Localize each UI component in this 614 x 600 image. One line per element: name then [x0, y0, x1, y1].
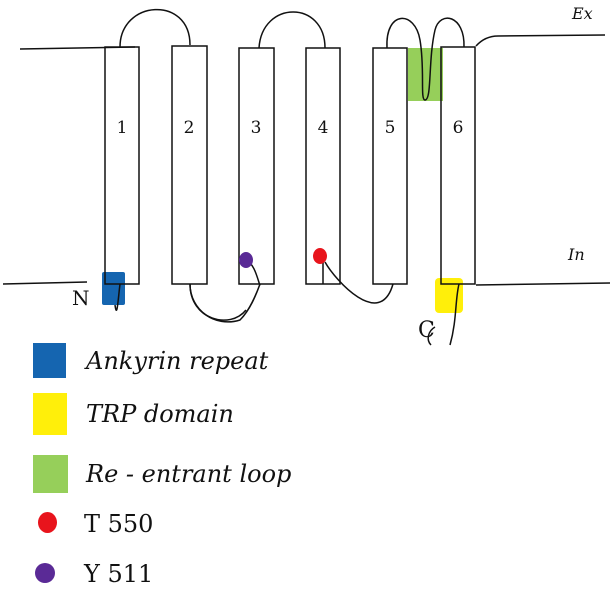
legend-label-y511: Y 511	[84, 560, 154, 588]
c-terminal-tail	[427, 283, 460, 346]
legend-label-ankyrin: Ankyrin repeat	[86, 347, 269, 375]
membrane-inner-right	[475, 282, 611, 286]
reentrant-loop-path	[386, 17, 465, 101]
legend-label-t550: T 550	[84, 510, 154, 538]
reentrant-loop-region	[408, 48, 443, 101]
helix-label-5: 5	[384, 118, 396, 138]
legend-swatch-reentrant	[33, 455, 68, 493]
helix-label-4: 4	[317, 118, 329, 138]
intracellular-loop-2-3b	[189, 283, 261, 323]
legend-label-reentrant: Re - entrant loop	[86, 460, 292, 488]
helix-label-6: 6	[452, 118, 464, 138]
helix-label-3: 3	[250, 118, 262, 138]
n-terminus-label: N	[72, 286, 90, 310]
membrane-outer-right	[475, 34, 606, 47]
c-terminus-label: C	[418, 318, 435, 343]
extracellular-label: Ex	[572, 4, 593, 23]
legend-swatch-trp	[33, 393, 67, 435]
intracellular-label: In	[568, 245, 585, 264]
helix-label-1: 1	[116, 118, 128, 138]
y511-residue-dot	[239, 252, 253, 268]
t550-residue-dot	[313, 248, 327, 264]
legend-dot-t550	[38, 512, 57, 533]
legend-dot-y511	[35, 563, 55, 583]
membrane-inner-left	[2, 281, 88, 285]
helix-label-2: 2	[183, 118, 195, 138]
intracellular-loop-4-5	[322, 256, 394, 304]
n-terminal-tail	[114, 283, 121, 312]
legend-swatch-ankyrin	[33, 343, 66, 378]
legend-label-trp: TRP domain	[86, 400, 234, 428]
extracellular-loop-1-2	[119, 8, 191, 48]
extracellular-loop-3-4	[258, 11, 326, 49]
